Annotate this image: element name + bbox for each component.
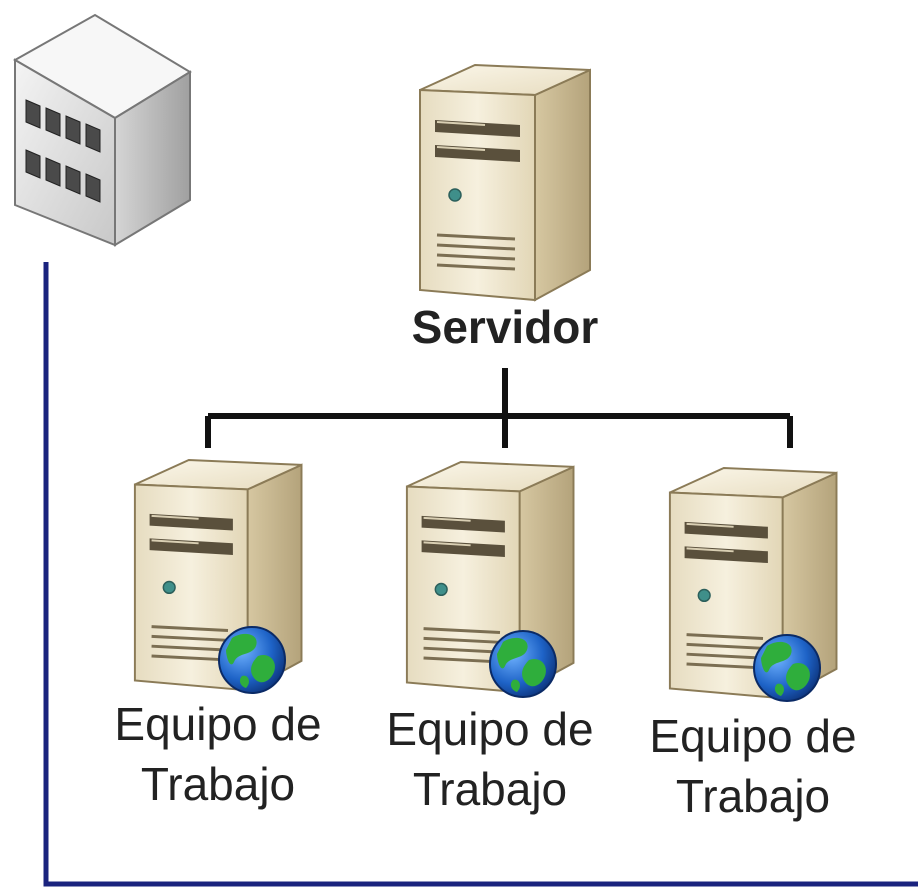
server-tower-icon: [418, 63, 592, 302]
network-connector: [205, 368, 793, 448]
workstation-node: Equipo de Trabajo: [114, 458, 322, 810]
workstation-label-line2: Trabajo: [141, 758, 295, 810]
globe-icon: [489, 630, 557, 698]
workstation-node: Equipo de Trabajo: [386, 460, 594, 815]
server-node: Servidor: [412, 63, 599, 353]
workstation-label-line1: Equipo de: [649, 710, 856, 762]
globe-icon: [753, 634, 821, 702]
workstation-node: Equipo de Trabajo: [649, 466, 857, 822]
server-label: Servidor: [412, 301, 599, 353]
workstation-label-line1: Equipo de: [114, 698, 321, 750]
enclosure-line: [43, 262, 918, 887]
workstation-label-line1: Equipo de: [386, 703, 593, 755]
workstation-label-line2: Trabajo: [676, 770, 830, 822]
office-building-icon: [12, 13, 192, 247]
workstation-label-line2: Trabajo: [413, 763, 567, 815]
globe-icon: [218, 626, 286, 694]
